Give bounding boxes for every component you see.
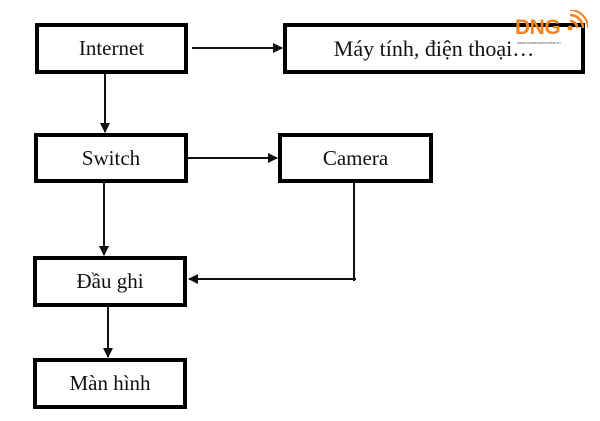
brand-logo: DNG www.camerachonnha.vn	[512, 10, 592, 50]
node-monitor-label: Màn hình	[69, 371, 151, 395]
node-switch-label: Switch	[81, 145, 141, 170]
node-switch: Switch	[34, 133, 188, 183]
node-internet-label: Internet	[78, 36, 145, 60]
node-devices-label: Máy tính, điện thoại…	[333, 35, 535, 61]
node-camera: Camera	[278, 133, 433, 183]
wifi-icon	[567, 10, 588, 31]
node-camera-label: Camera	[322, 145, 389, 170]
node-nvr: Đầu ghi	[33, 256, 187, 307]
brand-name: DNG	[515, 16, 561, 39]
brand-url: www.camerachonnha.vn	[517, 40, 561, 45]
node-devices: Máy tính, điện thoại…	[283, 23, 585, 74]
node-internet: Internet	[35, 23, 188, 74]
node-nvr-label: Đầu ghi	[76, 269, 144, 293]
node-monitor: Màn hình	[33, 358, 187, 409]
